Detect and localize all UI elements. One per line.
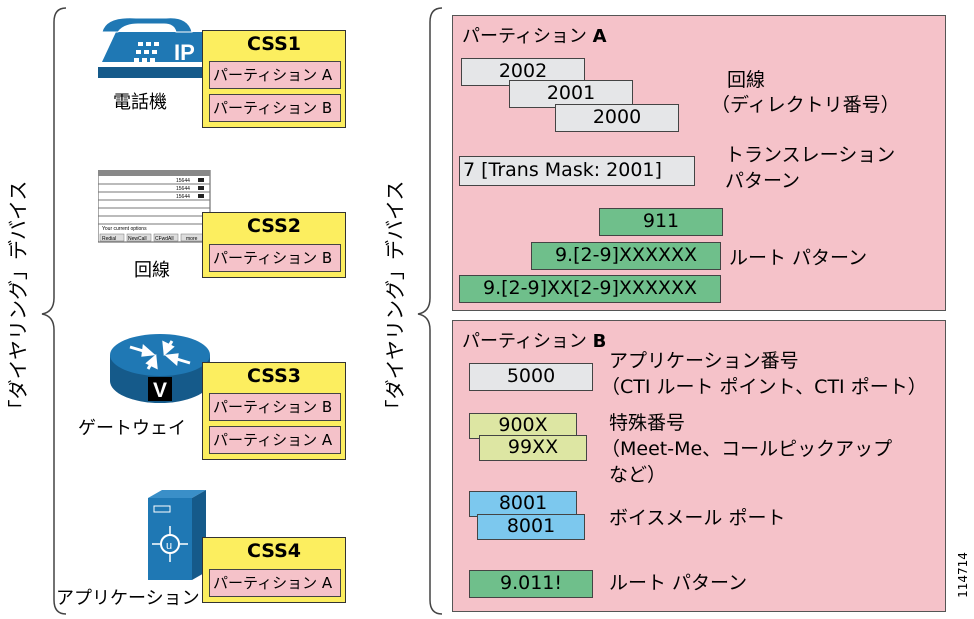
svg-text:CFwdAll: CFwdAll	[155, 236, 174, 242]
ip-phone-icon: IP	[98, 17, 204, 78]
device-gateway: V	[110, 333, 210, 409]
css4-partition-a: パーティション A	[209, 569, 341, 597]
partition-a-title: パーティション A	[462, 22, 607, 48]
svg-text:15644: 15644	[176, 186, 190, 192]
svg-text:more: more	[186, 236, 198, 242]
right-dialing-devices-label: 「ダイヤリング」デバイス	[383, 180, 407, 420]
svg-text:u: u	[166, 540, 172, 552]
route-pattern-9-011: 9.011!	[469, 570, 593, 598]
css2-partition-b: パーティション B	[209, 244, 341, 272]
partition-a-title-prefix: パーティション	[462, 26, 593, 47]
partition-b-title-prefix: パーティション	[462, 331, 593, 352]
application-number-5000: 5000	[469, 363, 593, 391]
route-pattern-9-local: 9.[2-9]XXXXXX	[531, 242, 721, 270]
translation-pattern: 7 [Trans Mask: 2001]	[459, 156, 695, 186]
lines-description-1: 回線	[727, 69, 766, 91]
device-label-phone: 電話機	[113, 92, 167, 113]
application-description-2: （CTI ルート ポイント、CTI ポート）	[601, 376, 927, 398]
device-label-line: 回線	[134, 260, 170, 281]
device-phone-display: 15644 15644 15644 Your current options R…	[97, 169, 214, 244]
css1-partition-a: パーティション A	[209, 61, 341, 89]
right-curly-brace	[417, 7, 443, 615]
svg-text:NewCall: NewCall	[128, 236, 147, 242]
translation-description-2: パターン	[725, 170, 801, 192]
device-label-application: アプリケーション	[56, 588, 200, 609]
css4-title: CSS4	[246, 540, 302, 562]
svg-text:15644: 15644	[176, 178, 190, 184]
partition-b-title-letter: B	[592, 331, 607, 352]
route-pattern-911: 911	[599, 208, 723, 236]
translation-description-1: トランスレーション	[725, 144, 896, 166]
svg-text:Your current options: Your current options	[102, 226, 147, 232]
special-number-900x: 900X	[469, 413, 577, 439]
css3-title: CSS3	[246, 365, 302, 387]
line-number-2000: 2000	[555, 104, 679, 132]
special-description-3: など）	[609, 464, 667, 486]
css3-partition-b: パーティション B	[209, 393, 341, 421]
css1-box: CSS1 パーティション A パーティション B	[202, 30, 346, 128]
special-description-2: （Meet-Me、コールピックアップ	[601, 438, 893, 460]
figure-id: 114714	[955, 552, 970, 598]
css3-partition-a: パーティション A	[209, 426, 341, 454]
voice-gateway-icon: V	[110, 334, 210, 403]
voicemail-port-1: 8001	[469, 491, 577, 517]
partition-b-panel: パーティション B 5000 アプリケーション番号 （CTI ルート ポイント、…	[452, 320, 946, 612]
partition-a-title-letter: A	[592, 26, 607, 47]
application-server-icon: u	[148, 490, 206, 580]
route-pattern-description-a: ルート パターン	[729, 247, 868, 269]
device-ip-phone: IP	[96, 12, 206, 82]
css1-partition-b: パーティション B	[209, 94, 341, 122]
route-pattern-9-long: 9.[2-9]XX[2-9]XXXXXX	[459, 275, 721, 303]
left-curly-brace	[41, 7, 67, 615]
svg-text:V: V	[153, 379, 167, 402]
lines-description-2: （ディレクトリ番号）	[711, 94, 900, 116]
device-application: u	[142, 488, 210, 584]
voicemail-description: ボイスメール ポート	[609, 507, 786, 529]
css2-box: CSS2 パーティション B	[202, 212, 346, 278]
special-number-99xx: 99XX	[479, 435, 587, 461]
svg-text:15644: 15644	[176, 194, 190, 200]
css4-box: CSS4 パーティション A	[202, 537, 346, 603]
device-label-gateway: ゲートウェイ	[78, 418, 186, 439]
left-dialing-devices-label: 「ダイヤリング」デバイス	[6, 180, 30, 420]
svg-text:IP: IP	[174, 40, 195, 65]
phone-display-icon: 15644 15644 15644 Your current options R…	[97, 169, 211, 243]
svg-text:Redial: Redial	[102, 236, 116, 242]
css2-title: CSS2	[246, 215, 302, 237]
special-description-1: 特殊番号	[609, 412, 686, 434]
application-description-1: アプリケーション番号	[609, 350, 799, 372]
voicemail-port-2: 8001	[477, 514, 585, 540]
partition-b-title: パーティション B	[462, 327, 606, 353]
partition-a-panel: パーティション A 2002 2001 2000 回線 （ディレクトリ番号） 7…	[452, 15, 946, 311]
route-pattern-description-b: ルート パターン	[609, 572, 748, 594]
line-number-2001: 2001	[509, 80, 633, 108]
css3-box: CSS3 パーティション B パーティション A	[202, 362, 346, 460]
css1-title: CSS1	[246, 33, 302, 55]
